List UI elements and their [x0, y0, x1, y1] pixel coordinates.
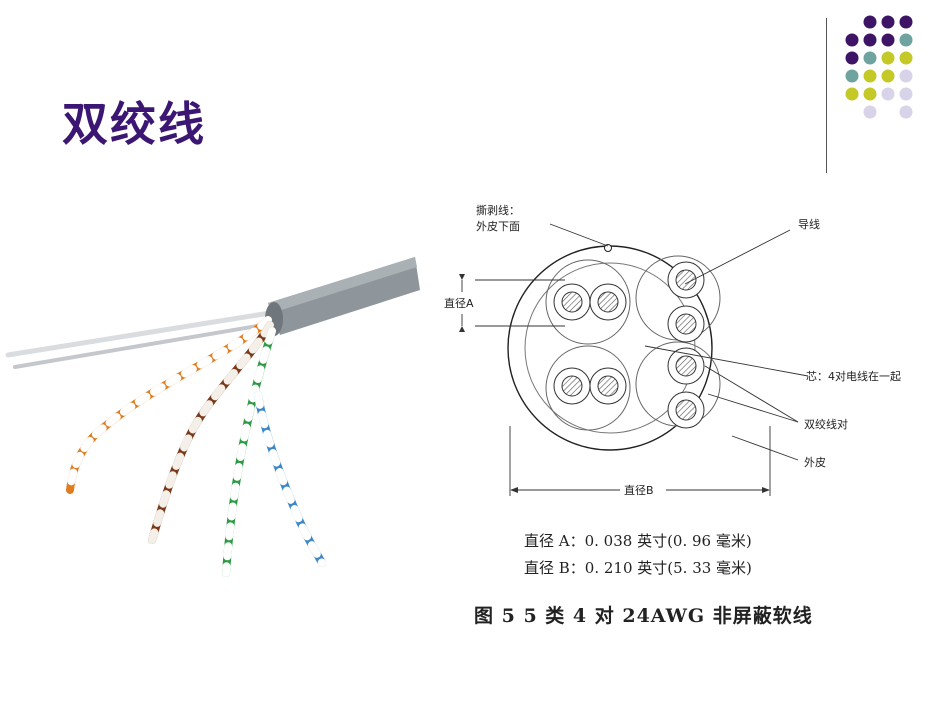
decor-dot	[881, 51, 895, 65]
conductors	[553, 261, 705, 429]
label-rip-line: 撕剥线：	[476, 203, 520, 217]
decor-dot	[845, 33, 859, 47]
decor-dot	[863, 51, 877, 65]
conductor-core	[675, 399, 697, 421]
caption-diameter-a: 直径 A：0. 038 英寸(0. 96 毫米)	[524, 532, 752, 550]
decor-dot	[863, 87, 877, 101]
label-conductor: 导线	[798, 217, 820, 231]
decor-dot	[899, 87, 913, 101]
conductor-core	[597, 291, 619, 313]
figure-caption: 图 5 5 类 4 对 24AWG 非屏蔽软线	[474, 605, 813, 627]
conductor-core	[675, 269, 697, 291]
label-diameter-a: 直径A	[444, 296, 474, 310]
label-twisted-pair: 双绞线对	[804, 417, 848, 431]
decor-dot	[881, 87, 895, 101]
conductor-core	[675, 355, 697, 377]
decor-dot	[863, 15, 877, 29]
cable-cross-section-diagram: 撕剥线： 外皮下面 导线 直径A 芯：4对电线在一起 双绞线对 外皮 直径B	[444, 203, 901, 497]
cable-photo	[5, 257, 420, 577]
conductor-core	[597, 375, 619, 397]
caption-diameter-b: 直径 B：0. 210 英寸(5. 33 毫米)	[524, 559, 752, 577]
label-diameter-b: 直径B	[624, 483, 654, 497]
decor-dot	[881, 33, 895, 47]
decor-dot	[845, 87, 859, 101]
decor-dot	[863, 33, 877, 47]
core-circle	[524, 262, 696, 434]
label-jacket: 外皮	[804, 456, 826, 469]
decor-dot	[899, 105, 913, 119]
ripcord-marker	[604, 244, 612, 252]
conductor-core	[561, 375, 583, 397]
label-rip-line-sub: 外皮下面	[476, 220, 520, 233]
decor-dot	[863, 105, 877, 119]
decor-dot	[845, 51, 859, 65]
decor-dot	[899, 33, 913, 47]
decor-dot	[881, 69, 895, 83]
label-core: 芯：4对电线在一起	[806, 369, 901, 383]
decorative-divider	[826, 18, 827, 173]
decor-dot	[881, 15, 895, 29]
conductor-core	[561, 291, 583, 313]
slide-title: 双绞线	[62, 97, 206, 151]
decor-dot	[899, 69, 913, 83]
decor-dot	[863, 69, 877, 83]
conductor-core	[675, 313, 697, 335]
decor-dot	[845, 69, 859, 83]
decor-dot	[899, 51, 913, 65]
decor-dot	[899, 15, 913, 29]
